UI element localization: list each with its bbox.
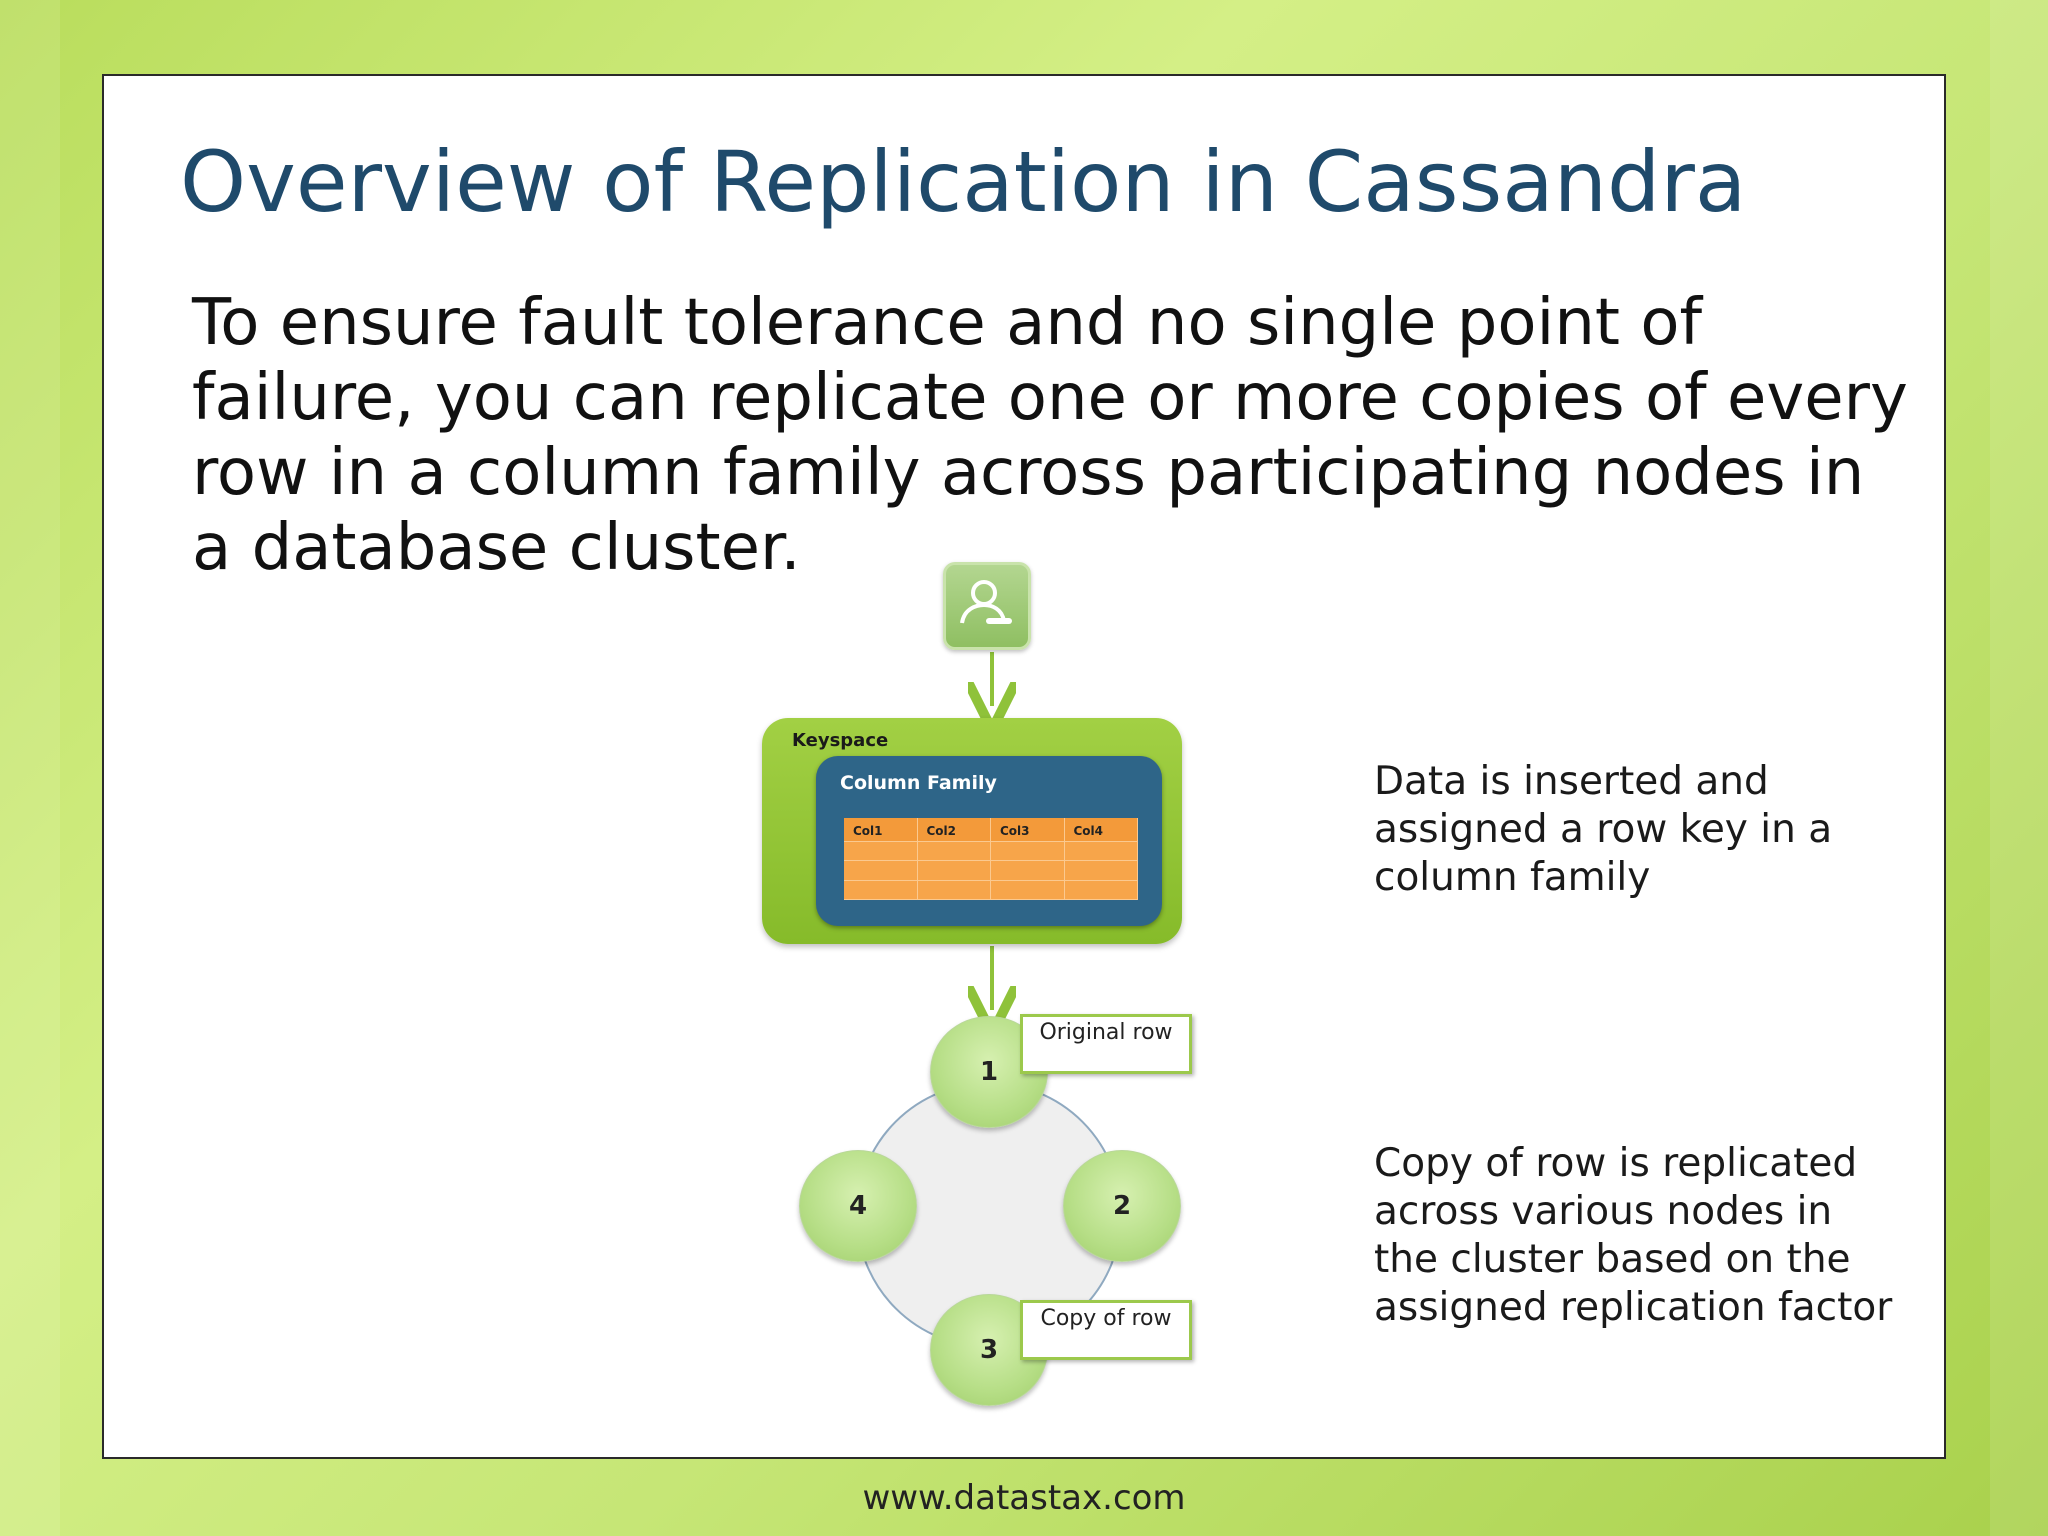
column-family-table: Col1 Col2 Col3 Col4 [844, 818, 1138, 900]
slide: Overview of Replication in Cassandra To … [102, 74, 1946, 1459]
slide-body-text: To ensure fault tolerance and no single … [192, 286, 1908, 585]
column-header: Col3 [991, 818, 1065, 842]
table-cell [844, 861, 918, 881]
caption-replicate: Copy of row is replicated across various… [1374, 1141, 1893, 1330]
column-header: Col4 [1064, 818, 1138, 842]
column-family-box: Column Family Col1 Col2 Col3 Col4 [816, 756, 1162, 926]
table-cell [917, 861, 991, 881]
table-cell [917, 880, 991, 900]
copy-of-row-tag: Copy of row [1020, 1300, 1192, 1360]
user-icon [943, 562, 1031, 650]
table-cell [1064, 880, 1138, 900]
original-row-tag: Original row [1020, 1014, 1192, 1074]
keyspace-label: Keyspace [792, 730, 889, 751]
background-stripe [0, 0, 60, 1536]
slide-title: Overview of Replication in Cassandra [180, 133, 1747, 231]
table-cell [991, 842, 1065, 862]
column-header: Col1 [844, 818, 918, 842]
keyspace-box: Keyspace Column Family Col1 Col2 Col3 Co… [762, 718, 1182, 944]
column-family-label: Column Family [840, 772, 997, 794]
table-cell [1064, 861, 1138, 881]
table-cell [844, 880, 918, 900]
cluster-node-4: 4 [799, 1150, 917, 1262]
column-header: Col2 [917, 818, 991, 842]
caption-insert: Data is inserted and assigned a row key … [1374, 759, 1833, 900]
cluster-node-2: 2 [1063, 1150, 1181, 1262]
table-cell [991, 880, 1065, 900]
table-cell [844, 842, 918, 862]
footer-url: www.datastax.com [862, 1478, 1186, 1518]
table-cell [991, 861, 1065, 881]
background-stripe [1990, 0, 2048, 1536]
table-cell [1064, 842, 1138, 862]
table-cell [917, 842, 991, 862]
